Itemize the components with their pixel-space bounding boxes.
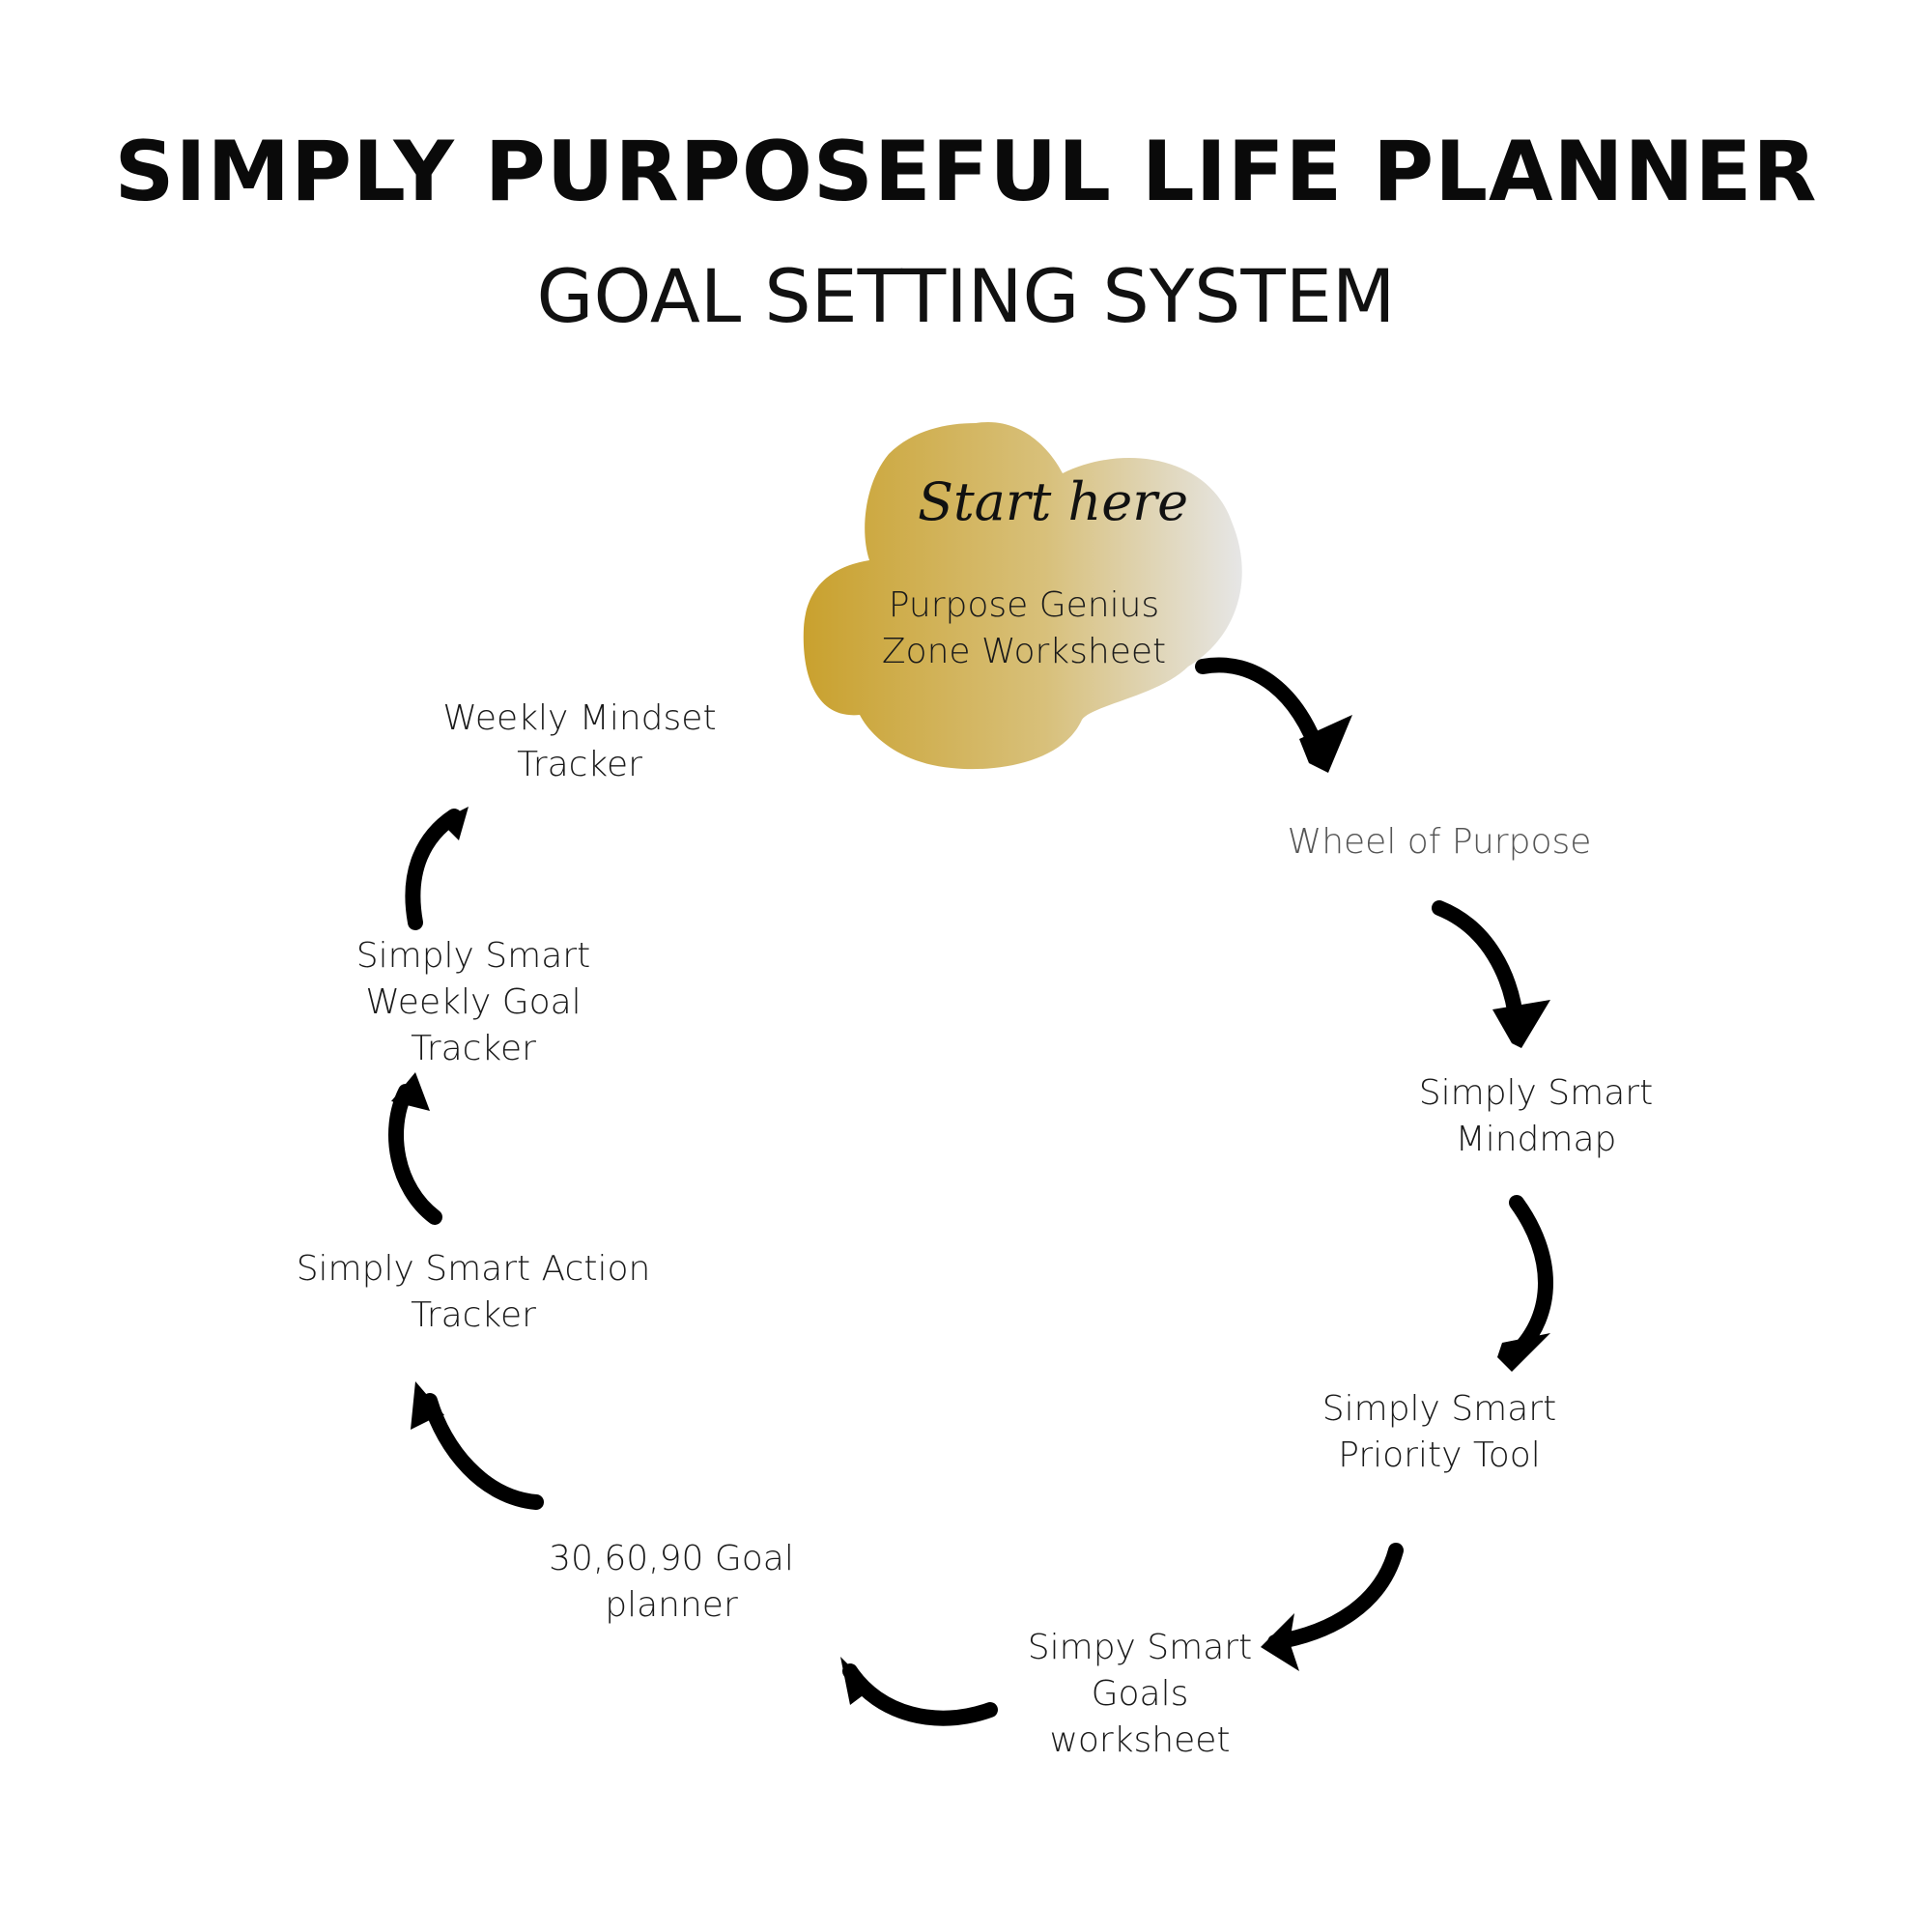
arrowhead-6 [411, 1381, 444, 1430]
arrowhead-7 [391, 1072, 430, 1111]
step-simply-smart-mindmap: Simply Smart Mindmap [1418, 1073, 1654, 1159]
arrowhead-5 [840, 1657, 869, 1705]
page-title: SIMPLY PURPOSEFUL LIFE PLANNER [114, 124, 1818, 220]
arrowhead-2 [1492, 1000, 1550, 1048]
arrow-3 [1509, 1195, 1553, 1360]
step-weekly-mindset-tracker: Weekly Mindset Tracker [442, 698, 717, 784]
arrowhead-3 [1497, 1333, 1550, 1372]
arrow-1 [1195, 657, 1326, 761]
arrowhead-8 [440, 807, 469, 840]
arrow-4 [1267, 1543, 1404, 1650]
step-simply-smart-weekly-goal-tracker: Simply Smart Weekly Goal Tracker [355, 936, 591, 1068]
step-wheel-of-purpose: Wheel of Purpose [1287, 822, 1592, 862]
arrow-7 [388, 1084, 442, 1225]
start-node-purpose-genius: Purpose Genius Zone Worksheet [881, 585, 1167, 671]
step-simply-smart-action-tracker: Simply Smart Action Tracker [296, 1249, 651, 1335]
start-here-script: Start here [917, 471, 1189, 532]
arrowhead-4 [1261, 1613, 1299, 1671]
page-subtitle: GOAL SETTING SYSTEM [536, 253, 1396, 339]
step-simpy-smart-goals-worksheet: Simpy Smart Goals worksheet [1027, 1628, 1253, 1760]
arrowhead-1 [1299, 715, 1352, 773]
arrow-2 [1432, 900, 1524, 1032]
step-simply-smart-priority-tool: Simply Smart Priority Tool [1321, 1389, 1557, 1475]
step-30-60-90-goal-planner: 30,60,90 Goal planner [549, 1539, 794, 1625]
arrow-6 [422, 1393, 544, 1510]
arrow-5 [842, 1663, 998, 1726]
arrow-8 [405, 809, 462, 930]
